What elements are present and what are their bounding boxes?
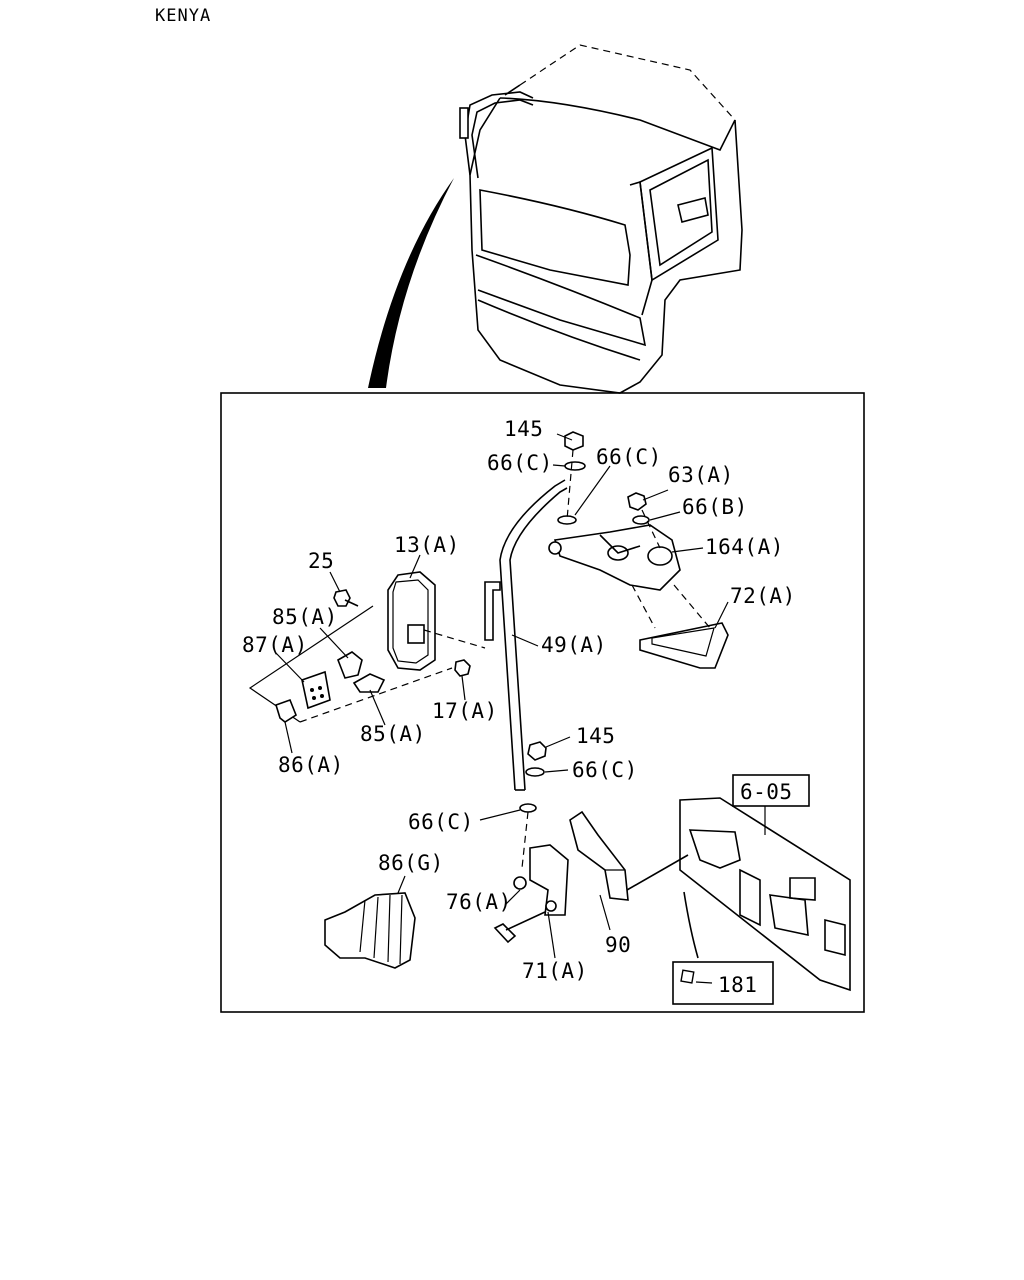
label-13a: 13(A) bbox=[394, 533, 460, 557]
label-90: 90 bbox=[605, 933, 631, 957]
label-164a: 164(A) bbox=[705, 535, 784, 559]
label-86g: 86(G) bbox=[378, 851, 444, 875]
label-66c-d: 66(C) bbox=[408, 810, 474, 834]
label-85a-top: 85(A) bbox=[272, 605, 338, 629]
mirror-mount-hardware bbox=[248, 589, 471, 723]
label-72a: 72(A) bbox=[730, 584, 796, 608]
label-49a: 49(A) bbox=[541, 633, 607, 657]
label-85a-bot: 85(A) bbox=[360, 722, 426, 746]
label-17a: 17(A) bbox=[432, 699, 498, 723]
clip-icon bbox=[680, 969, 695, 984]
label-145-top: 145 bbox=[504, 417, 543, 441]
lower-hardware bbox=[324, 741, 689, 969]
label-87a: 87(A) bbox=[242, 633, 308, 657]
section-reference-label: 6-05 bbox=[740, 780, 793, 804]
leader-lines bbox=[274, 433, 766, 959]
label-25: 25 bbox=[308, 549, 334, 573]
label-66c-b: 66(C) bbox=[596, 445, 662, 469]
label-63a: 63(A) bbox=[668, 463, 734, 487]
section-reference-box[interactable]: 6-05 bbox=[732, 774, 810, 807]
label-71a: 71(A) bbox=[522, 959, 588, 983]
mirror-head bbox=[387, 571, 486, 671]
cab-frame-section bbox=[679, 797, 851, 992]
label-66c-c: 66(C) bbox=[572, 758, 638, 782]
label-145-mid: 145 bbox=[576, 724, 615, 748]
label-86a: 86(A) bbox=[278, 753, 344, 777]
mirror-stay bbox=[484, 479, 568, 791]
truck-cab-illustration bbox=[368, 44, 743, 394]
item-181-box[interactable]: 181 bbox=[672, 961, 774, 1005]
region-label: KENYA bbox=[155, 6, 211, 26]
label-76a: 76(A) bbox=[446, 890, 512, 914]
item-181-label: 181 bbox=[718, 973, 757, 997]
upper-bracket-assembly bbox=[548, 431, 729, 669]
detail-frame bbox=[220, 392, 865, 1013]
label-66c-a: 66(C) bbox=[487, 451, 553, 475]
label-66b: 66(B) bbox=[682, 495, 748, 519]
